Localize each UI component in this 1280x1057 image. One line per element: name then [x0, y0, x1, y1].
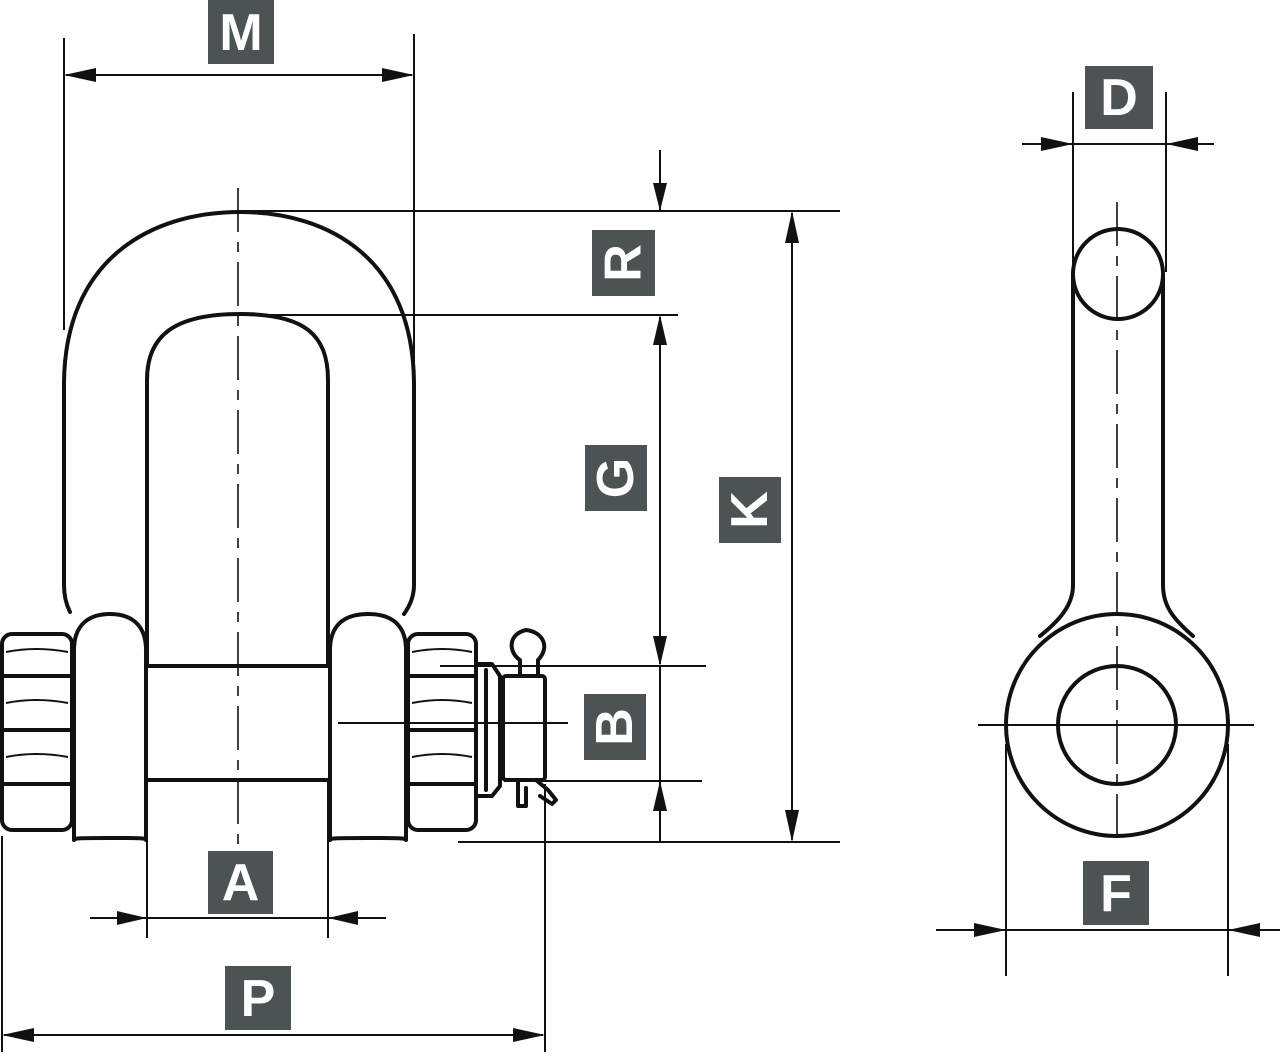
pin-section-circle [1071, 227, 1165, 321]
shackle-bow [62, 210, 416, 667]
dimension-p [1, 784, 546, 1052]
bow-inner-contour [145, 312, 330, 667]
dimension-r-g-k [240, 150, 840, 843]
label-d-text: D [1100, 69, 1138, 127]
label-a-text: A [222, 854, 260, 912]
label-r-text: R [595, 244, 653, 282]
right-eye [328, 612, 408, 842]
label-r: R [592, 230, 655, 296]
label-b: B [584, 694, 646, 760]
bow-outer-contour [62, 210, 416, 616]
label-k: K [719, 477, 781, 543]
pin-end-with-cotter [474, 628, 558, 808]
dimension-f [936, 744, 1280, 976]
label-b-text: B [586, 708, 644, 746]
left-eye [72, 612, 148, 842]
label-d: D [1085, 66, 1153, 129]
label-p: P [225, 966, 291, 1030]
side-view [978, 202, 1254, 845]
front-centerlines [237, 188, 568, 848]
cotter-pin-head [509, 628, 547, 678]
label-f: F [1083, 861, 1149, 925]
label-f-text: F [1100, 865, 1132, 923]
dimension-a [90, 782, 386, 938]
label-a: A [208, 851, 273, 914]
label-k-text: K [721, 491, 779, 529]
dimension-d [1022, 92, 1214, 272]
label-g: G [585, 445, 647, 511]
left-hex-nut [0, 632, 74, 832]
label-m: M [208, 0, 274, 64]
side-view-body [1038, 272, 1195, 638]
label-g-text: G [587, 458, 645, 498]
cotter-pin-legs [516, 778, 558, 808]
label-m-text: M [219, 4, 262, 62]
dimension-m [63, 34, 415, 372]
shackle-eyes [72, 612, 408, 842]
label-p-text: P [241, 970, 276, 1028]
right-hex-nut [406, 632, 478, 832]
